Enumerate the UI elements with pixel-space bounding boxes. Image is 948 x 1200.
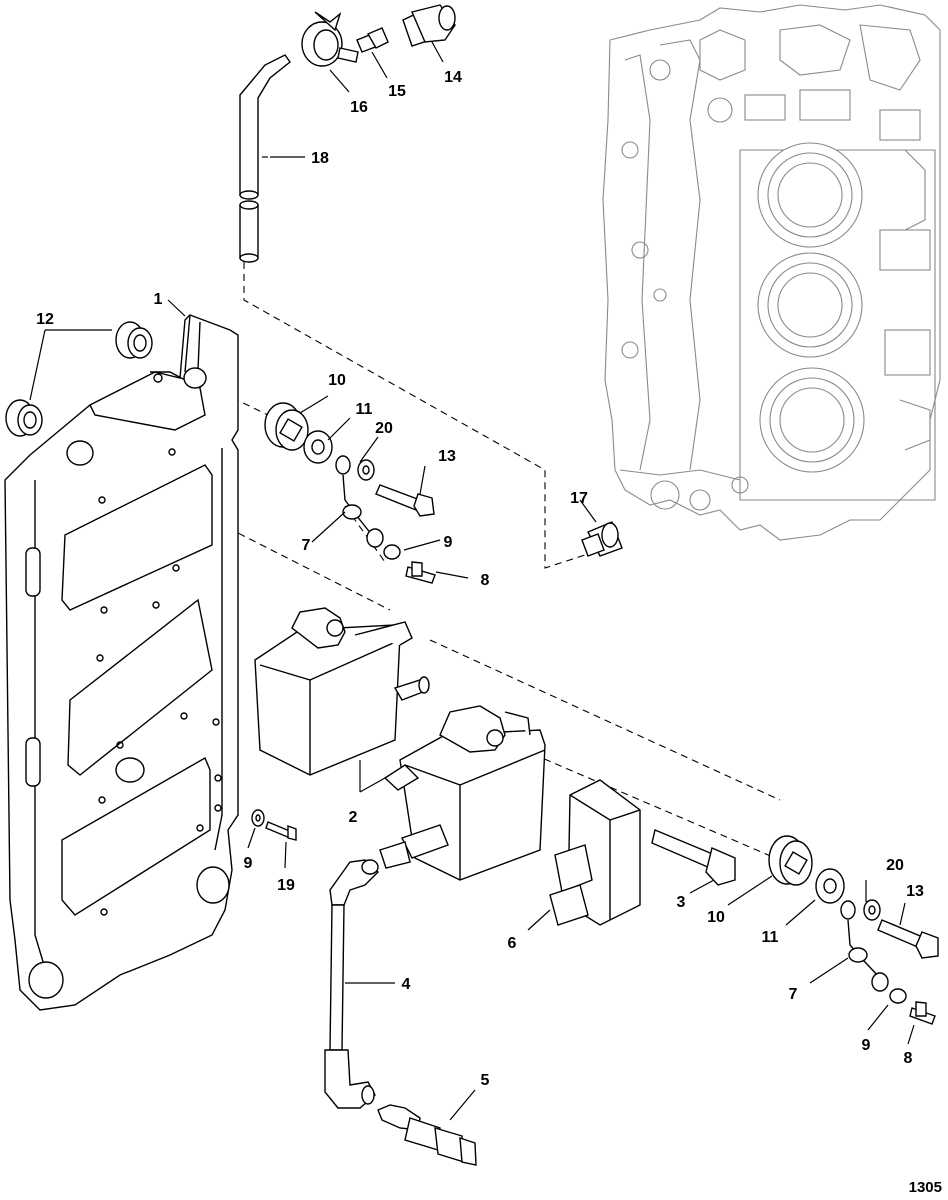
callout-11: 11 [762,929,779,946]
callout-7: 7 [302,537,311,554]
hose-clamp [301,11,359,67]
callout-13: 13 [438,448,456,465]
callout-5: 5 [481,1072,490,1089]
callout-20: 20 [886,857,904,874]
callout-2: 2 [349,809,358,826]
callout-9: 9 [444,534,453,551]
callout-11: 11 [356,401,373,418]
bolt-long [651,829,736,886]
callout-12: 12 [36,311,54,328]
ignition-coil-upper [254,607,430,776]
callout-13: 13 [906,883,924,900]
callout-9: 9 [244,855,253,872]
callout-10: 10 [328,372,346,389]
leader-lines [29,41,915,1121]
callout-8: 8 [904,1050,913,1067]
control-module [549,779,641,926]
callout-9: 9 [862,1037,871,1054]
callout-20: 20 [375,420,393,437]
callout-6: 6 [508,935,517,952]
callout-19: 19 [277,877,295,894]
callout-labels: 1 12 10 11 20 13 7 9 8 18 16 15 14 17 2 … [36,69,942,1196]
callout-4: 4 [402,976,411,993]
engine-block [602,4,941,541]
figure-number: 1305 [909,1179,942,1196]
spark-plug-wire [324,859,380,1109]
callout-15: 15 [388,83,406,100]
hose [239,54,291,263]
callout-8: 8 [481,572,490,589]
sensor [402,4,456,47]
callout-18: 18 [311,150,329,167]
ignition-coil-lower [379,705,546,881]
spark-plug [377,1104,477,1166]
callout-16: 16 [350,99,368,116]
upper-hardware [264,402,436,584]
callout-7: 7 [789,986,798,1003]
callout-1: 1 [154,291,163,308]
bracket-hardware [251,809,297,841]
callout-17: 17 [570,490,588,507]
small-fitting [356,27,389,53]
elbow-fitting [581,521,623,557]
callout-3: 3 [677,894,686,911]
callout-14: 14 [444,69,462,86]
callout-10: 10 [707,909,725,926]
mounting-bracket-plate [4,314,239,1011]
lower-hardware [768,835,939,1025]
grommets [5,321,153,437]
